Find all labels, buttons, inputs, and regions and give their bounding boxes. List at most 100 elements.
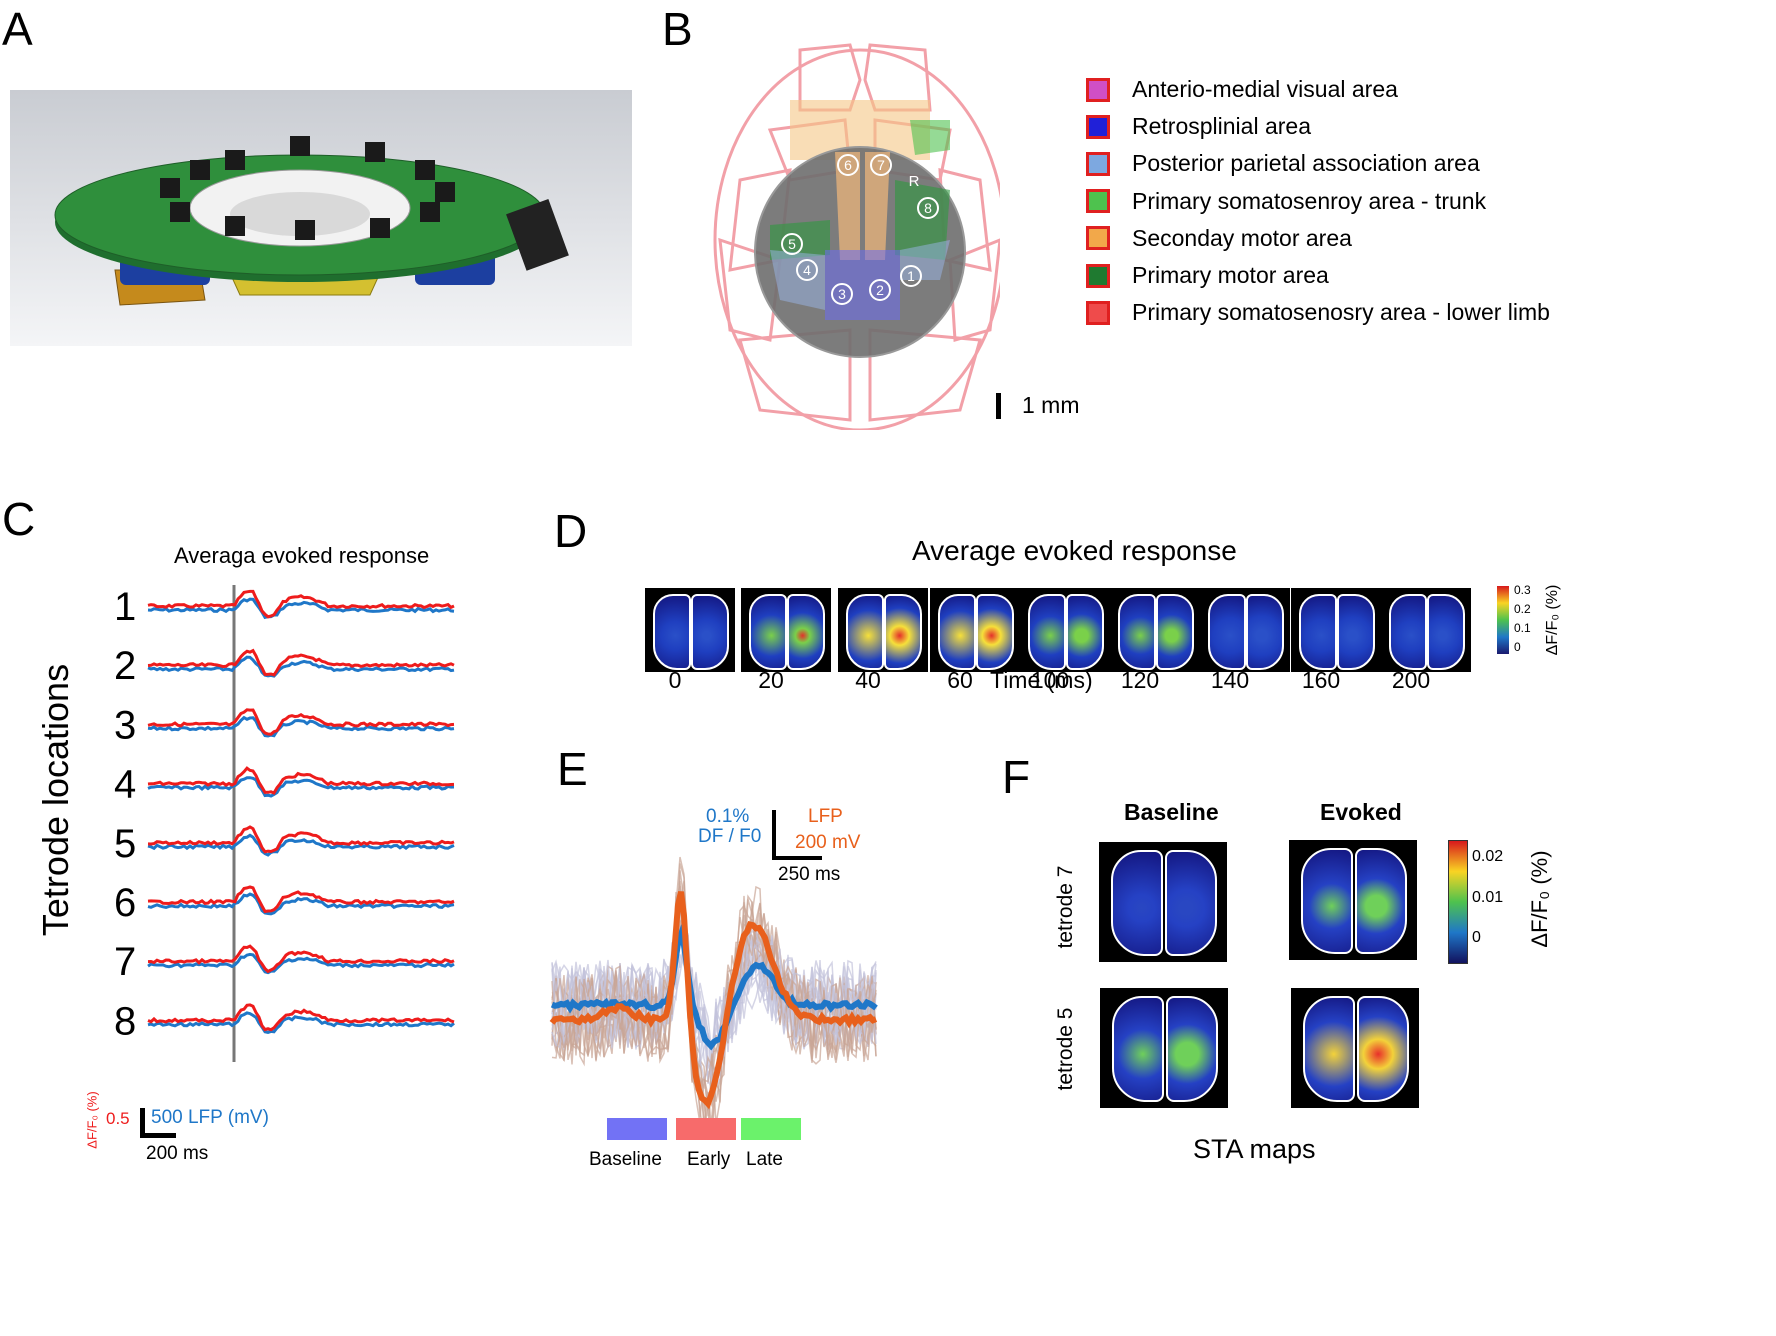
tetrode-row-label: 3 (114, 703, 136, 747)
legend-label: Primary motor area (1132, 262, 1329, 288)
df-trace (147, 589, 455, 619)
tetrode-row-label: 5 (114, 822, 136, 866)
f-colorbar-tick-1: 0.01 (1472, 889, 1504, 906)
legend-label: Seconday motor area (1132, 224, 1352, 251)
tetrode-marker-3 (831, 283, 853, 305)
legend-swatch (1086, 263, 1110, 288)
tetrode-number-7: 7 (877, 157, 885, 173)
c-scalebar-horizontal (140, 1133, 176, 1138)
d-time-tick: 20 (758, 667, 784, 693)
d-time-tick: 140 (1210, 667, 1250, 693)
panel-label-c: C (2, 493, 36, 545)
c-title: Averaga evoked response (174, 543, 430, 568)
d-map (1020, 588, 1110, 672)
f-sta-map (1291, 988, 1419, 1108)
legend-item: Seconday motor area (1086, 225, 1352, 252)
e-lfp-scale: 200 mV (795, 832, 861, 853)
e-scalebar-horizontal (772, 856, 822, 860)
tetrode-number-8: 8 (924, 200, 932, 216)
tetrode-number-2: 2 (876, 282, 884, 298)
e-lfp-label: LFP (808, 806, 843, 827)
d-map (645, 588, 735, 672)
device-illustration (54, 136, 569, 306)
lfp-trace (147, 833, 455, 857)
df-trace (147, 944, 455, 974)
panel-label-e: E (557, 743, 588, 795)
tetrode-row-label: 7 (114, 940, 136, 984)
c-scale-df: 0.5 (106, 1109, 130, 1128)
d-map (1291, 588, 1381, 672)
legend-swatch (1086, 77, 1110, 102)
lfp-trace (147, 715, 455, 738)
legend-swatch (1086, 189, 1110, 214)
d-map (741, 588, 831, 672)
legend-item: Anterio-medial visual area (1086, 76, 1398, 103)
b-scalebar-label: 1 mm (1022, 392, 1080, 418)
panel-label-d: D (554, 505, 588, 557)
d-time-tick: 100 (1030, 667, 1070, 693)
df-trace (147, 708, 455, 736)
lfp-trace (147, 892, 455, 916)
lfp-trace (147, 776, 455, 798)
d-map (1200, 588, 1290, 672)
f-row-tetrode7: tetrode 7 (1054, 865, 1077, 949)
e-window-label-early: Early (687, 1149, 731, 1170)
panel-label-a: A (2, 3, 33, 55)
tetrode-marker-4 (796, 259, 818, 281)
f-colorbar-label: ΔF/F₀ (%) (1527, 850, 1552, 948)
d-colorbar-tick-0: 0.3 (1514, 583, 1531, 597)
legend-label: Posterior parietal association area (1132, 150, 1480, 177)
tetrode-row-label: 6 (114, 881, 136, 925)
e-window-late (741, 1118, 801, 1140)
d-colorbar (1497, 586, 1509, 654)
df-trace (147, 648, 455, 677)
tetrode-number-5: 5 (788, 236, 796, 252)
tetrode-marker-8 (917, 197, 939, 219)
df-trace (147, 766, 455, 795)
tetrode-marker-6 (837, 154, 859, 176)
df-trace (147, 885, 455, 914)
c-scale-df-label: ΔF/F₀ (%) (84, 1091, 100, 1149)
e-window-early (676, 1118, 736, 1140)
df-trace (147, 1003, 455, 1032)
tetrode-marker-1 (900, 265, 922, 287)
legend-item: Retrosplinial area (1086, 113, 1311, 140)
tetrode-row-label: 2 (114, 644, 136, 688)
tetrode-marker-7 (870, 154, 892, 176)
legend-label: Retrosplinial area (1132, 113, 1311, 140)
d-colorbar-tick-2: 0.1 (1514, 621, 1531, 635)
d-map (930, 588, 1020, 672)
tetrode-marker-5 (781, 233, 803, 255)
f-colorbar-tick-2: 0 (1472, 929, 1481, 946)
f-col-evoked: Evoked (1320, 799, 1402, 825)
e-time-scale: 250 ms (778, 864, 841, 885)
tetrode-row-label: 1 (114, 585, 136, 629)
tetrode-number-1: 1 (907, 268, 915, 284)
d-map (1381, 588, 1471, 672)
d-map (838, 588, 928, 672)
df-trace (147, 825, 455, 854)
f-row-tetrode5: tetrode 5 (1054, 1007, 1077, 1091)
lfp-trace (147, 597, 455, 620)
legend-label: Primary somatosenosry area - lower limb (1132, 299, 1550, 326)
d-time-tick: 120 (1120, 667, 1160, 693)
legend-swatch (1086, 114, 1110, 139)
brain-atlas: 1 2 3 4 5 6 7 8 R (700, 40, 1007, 432)
legend-swatch (1086, 151, 1110, 176)
legend-label: Primary somatosenroy area - trunk (1132, 187, 1487, 214)
panel-label-f: F (1002, 751, 1031, 803)
legend-item: Primary somatosenroy area - trunk (1086, 188, 1486, 215)
f-sta-map (1289, 840, 1417, 960)
f-sta-map (1100, 988, 1228, 1108)
legend-swatch (1086, 226, 1110, 251)
e-window-label-baseline: Baseline (589, 1149, 662, 1170)
e-window-label-late: Late (746, 1149, 783, 1170)
d-time-tick: 200 (1391, 667, 1431, 693)
legend-swatch (1086, 300, 1110, 325)
b-scalebar (996, 393, 1001, 419)
e-scalebar-vertical (772, 810, 776, 860)
d-colorbar-tick-1: 0.2 (1514, 602, 1531, 616)
legend-item: Primary motor area (1086, 262, 1329, 289)
lfp-trace (147, 1011, 455, 1034)
